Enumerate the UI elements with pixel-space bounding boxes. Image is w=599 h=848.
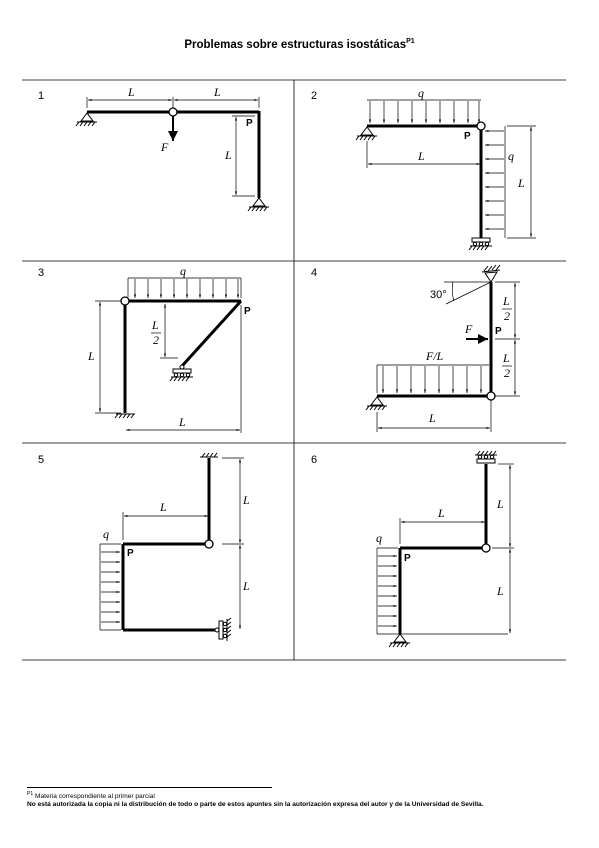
problem-5-diagram: q P L L L bbox=[99, 452, 250, 641]
p6-side-load bbox=[376, 547, 508, 635]
p4-angle-label: 30° bbox=[430, 289, 447, 301]
footnote-text-1: Materia correspondiente al primer parcia… bbox=[34, 793, 155, 801]
p3-point-P: P bbox=[244, 306, 251, 317]
problem-2-diagram: q q bbox=[355, 86, 536, 251]
p4-dim-L2b-den: 2 bbox=[504, 366, 510, 380]
problem-number-3: 3 bbox=[38, 267, 44, 279]
p2-load-side-label: q bbox=[508, 149, 514, 163]
p4-hinge bbox=[486, 391, 496, 401]
p4-dim-L2b-num: L bbox=[502, 351, 510, 365]
p2-load-top-label: q bbox=[418, 86, 424, 100]
p3-dim-L-v: L bbox=[87, 349, 95, 363]
p3-load bbox=[127, 277, 242, 298]
footnote-line-1: P1 Materia correspondiente al primer par… bbox=[27, 790, 484, 801]
p5-point-P: P bbox=[127, 548, 134, 559]
p5-hinge bbox=[204, 539, 214, 549]
p2-left-support bbox=[355, 126, 377, 141]
problem-number-5: 5 bbox=[38, 454, 44, 466]
p1-force-label: F bbox=[160, 140, 169, 154]
p6-top-support bbox=[475, 450, 497, 464]
title-footnote-mark: P1 bbox=[406, 38, 415, 45]
p5-load-label: q bbox=[103, 527, 109, 541]
p5-dim-L-v2: L bbox=[242, 579, 250, 593]
p1-bottom-support bbox=[247, 197, 269, 212]
footnote-mark: P1 bbox=[27, 791, 34, 797]
p6-dim-L-h: L bbox=[437, 506, 445, 520]
problem-grid bbox=[22, 79, 566, 661]
p3-fixed-base bbox=[114, 413, 135, 419]
problem-number-4: 4 bbox=[311, 267, 317, 279]
p2-hinge bbox=[476, 121, 486, 131]
problem-1-diagram: F L L L P bbox=[75, 85, 269, 212]
p4-load bbox=[376, 364, 489, 393]
footnote: P1 Materia correspondiente al primer par… bbox=[27, 787, 484, 809]
p2-point-P: P bbox=[464, 131, 471, 142]
p3-dim-L2-num: L bbox=[151, 318, 159, 332]
p5-dim-L-h: L bbox=[159, 500, 167, 514]
p2-dimensions bbox=[366, 125, 536, 239]
page-title: Problemas sobre estructuras isostáticasP… bbox=[0, 38, 599, 51]
p3-load-label: q bbox=[180, 264, 186, 278]
p1-dim-L1: L bbox=[127, 85, 135, 99]
p4-force-label: F bbox=[464, 322, 473, 336]
p1-dimensions bbox=[86, 97, 260, 197]
p4-dim-L-h: L bbox=[428, 411, 436, 425]
problem-number-2: 2 bbox=[311, 90, 317, 102]
p6-dimensions bbox=[399, 463, 514, 633]
p6-point-P: P bbox=[404, 553, 411, 564]
p1-dim-Lv: L bbox=[224, 148, 232, 162]
p2-dim-L-v: L bbox=[517, 176, 525, 190]
p3-dim-L-h: L bbox=[178, 415, 186, 429]
p3-dim-L2-den: 2 bbox=[153, 333, 159, 347]
p5-side-load bbox=[99, 543, 121, 631]
p4-point-P: P bbox=[495, 326, 502, 337]
p6-hinge bbox=[481, 543, 491, 553]
p4-inclined-support bbox=[444, 264, 501, 305]
footnote-rule bbox=[27, 787, 272, 788]
p6-load-label: q bbox=[376, 531, 382, 545]
p4-dim-L2a-den: 2 bbox=[504, 309, 510, 323]
p3-strut bbox=[180, 299, 243, 368]
p6-dim-L-v1: L bbox=[496, 497, 504, 511]
p1-left-support bbox=[75, 112, 97, 127]
p3-strut-support bbox=[169, 364, 193, 382]
problem-number-6: 6 bbox=[311, 454, 317, 466]
p4-dimensions bbox=[376, 281, 520, 432]
p4-left-support bbox=[365, 396, 387, 411]
p4-dim-L2a-num: L bbox=[502, 294, 510, 308]
title-text: Problemas sobre estructuras isostáticas bbox=[184, 38, 407, 51]
p1-point-P: P bbox=[246, 118, 253, 129]
p5-top-support bbox=[200, 452, 218, 458]
p6-bottom-support bbox=[388, 633, 410, 648]
p3-hinge bbox=[120, 296, 130, 306]
problem-6-diagram: q P L L L bbox=[376, 450, 514, 648]
p1-hinge bbox=[168, 107, 178, 117]
p5-dim-L-v1: L bbox=[242, 493, 250, 507]
p5-right-support bbox=[214, 617, 232, 641]
p4-load-label: F/L bbox=[425, 349, 444, 363]
p5-dimensions bbox=[122, 457, 244, 629]
p2-bottom-support bbox=[468, 237, 492, 251]
problem-3-diagram: q L L 2 L P bbox=[87, 264, 251, 433]
footnote-line-2: No está autorizada la copia ni la distri… bbox=[27, 801, 484, 809]
p6-dim-L-v2: L bbox=[496, 584, 504, 598]
p2-dim-L-h: L bbox=[417, 149, 425, 163]
p3-dimensions bbox=[95, 300, 242, 433]
p2-top-load bbox=[367, 99, 481, 123]
problem-4-diagram: 30° F P F/L bbox=[365, 264, 520, 432]
p1-dim-L2: L bbox=[213, 85, 221, 99]
p2-side-load bbox=[485, 126, 506, 238]
problem-number-1: 1 bbox=[38, 90, 44, 102]
